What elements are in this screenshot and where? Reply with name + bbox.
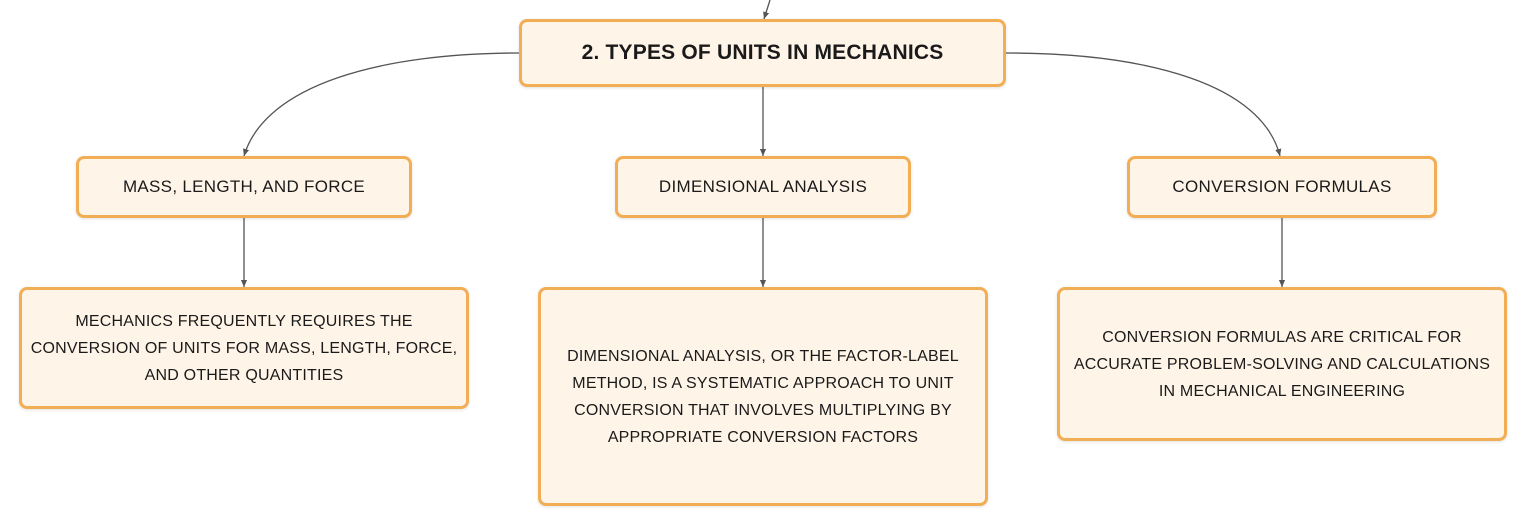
branch-node-mass-length-force[interactable]: MASS, LENGTH, AND FORCE [76,156,412,218]
branch-node-label: DIMENSIONAL ANALYSIS [658,177,868,196]
incoming-connector [763,0,771,20]
branch-node-label: MASS, LENGTH, AND FORCE [122,177,366,196]
detail-node-text: DIMENSIONAL ANALYSIS, OR THE FACTOR-LABE… [567,347,959,446]
branch-node-conversion-formulas[interactable]: CONVERSION FORMULAS [1127,156,1437,218]
connector-root-to-conversion-formulas [1005,52,1282,157]
root-node-label: 2. TYPES OF UNITS IN MECHANICS [581,41,944,64]
root-node[interactable]: 2. TYPES OF UNITS IN MECHANICS [519,19,1006,87]
detail-node-mass-length-force[interactable]: MECHANICS FREQUENTLY REQUIRES THE CONVER… [19,287,469,409]
connector-root-to-mass-length-force [243,52,520,157]
detail-node-text: CONVERSION FORMULAS ARE CRITICAL FOR ACC… [1073,328,1491,400]
detail-node-conversion-formulas[interactable]: CONVERSION FORMULAS ARE CRITICAL FOR ACC… [1057,287,1507,441]
branch-node-dimensional-analysis[interactable]: DIMENSIONAL ANALYSIS [615,156,911,218]
detail-node-text: MECHANICS FREQUENTLY REQUIRES THE CONVER… [30,312,458,384]
branch-node-label: CONVERSION FORMULAS [1172,177,1392,196]
detail-node-dimensional-analysis[interactable]: DIMENSIONAL ANALYSIS, OR THE FACTOR-LABE… [538,287,988,506]
